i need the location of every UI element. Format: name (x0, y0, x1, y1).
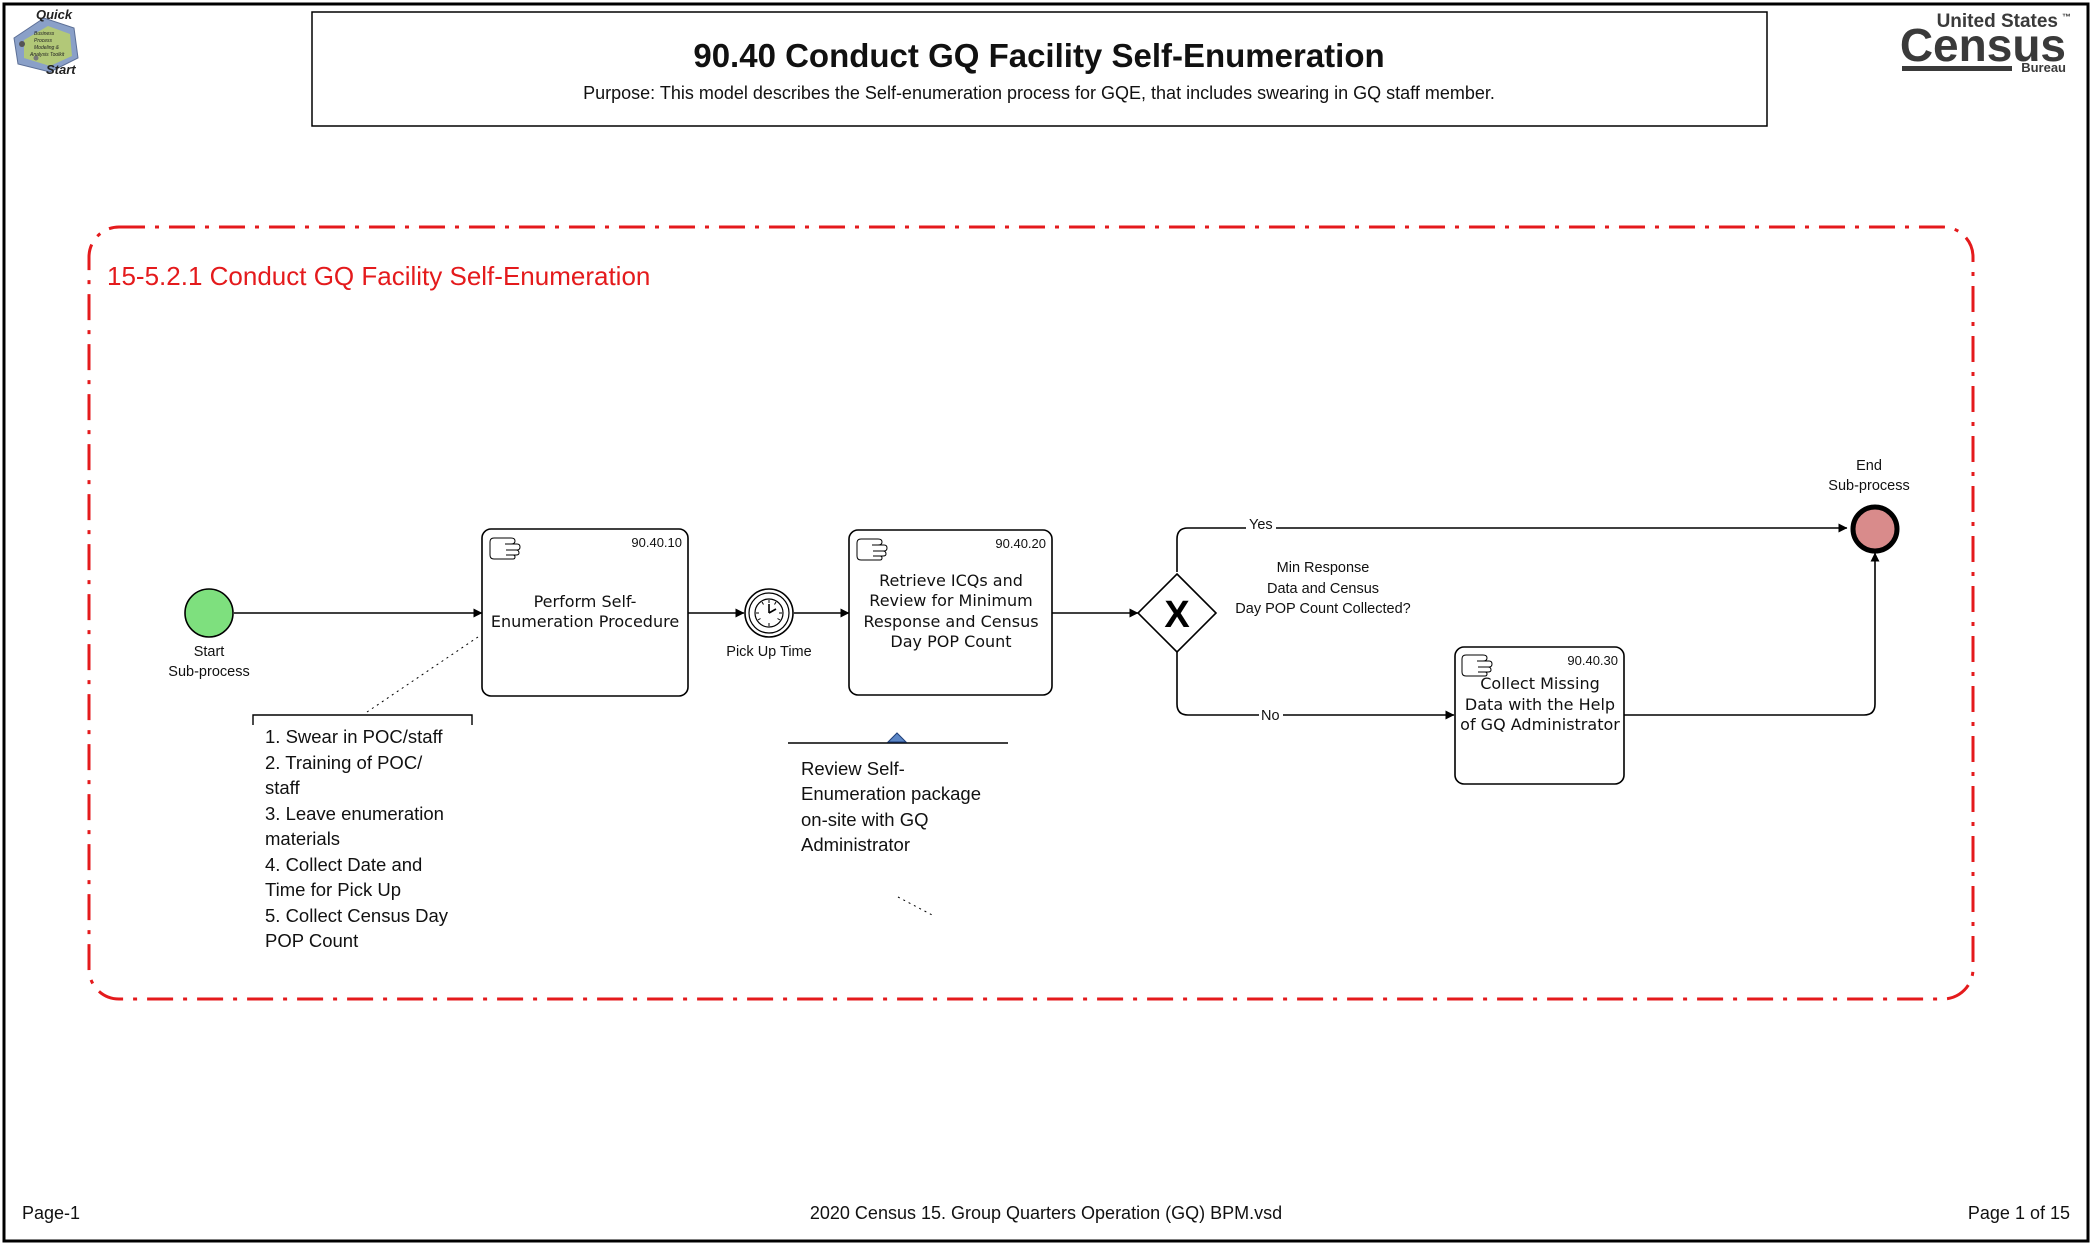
title-box (311, 11, 1768, 127)
end-event (1850, 504, 1900, 554)
task-label-line-1: Collect Missing (1480, 674, 1600, 693)
gateway-question-line-1: Min Response (1277, 560, 1370, 576)
review-note-line-2: Enumeration package (801, 783, 981, 804)
census-logo: United States ™ Census Bureau (1900, 11, 2071, 75)
manual-task-icon (489, 537, 521, 560)
end-event-label-2: Sub-process (1828, 478, 1909, 494)
task-label-line-4: Day POP Count (890, 632, 1011, 651)
footer-page-name: Page-1 (22, 1203, 80, 1223)
footer-file-name: 2020 Census 15. Group Quarters Operation… (810, 1203, 1282, 1223)
quick-start-logo: Quick Start Business Process Modeling & … (13, 7, 79, 77)
yes-label-bg (1246, 518, 1276, 536)
annotation-line-7: Time for Pick Up (265, 879, 401, 900)
task-box (481, 528, 689, 697)
task-label-line-2: Enumeration Procedure (491, 612, 679, 631)
task-label-line-3: Response and Census (863, 612, 1038, 631)
census-logo-trademark: ™ (2062, 12, 2071, 22)
timer-event-label: Pick Up Time (726, 644, 811, 660)
task-id: 90.40.30 (1567, 653, 1618, 668)
no-label-bg (1259, 705, 1283, 723)
annotation-association (366, 636, 479, 713)
census-logo-line1: United States (1937, 11, 2058, 32)
annotation-line-4: 3. Leave enumeration (265, 803, 444, 824)
flow-no-label: No (1261, 708, 1280, 724)
annotation-procedure-steps: 1. Swear in POC/staff 2. Training of POC… (252, 636, 479, 951)
task-90-40-20: 90.40.20 Retrieve ICQs and Review for Mi… (848, 529, 1053, 696)
exclusive-gateway: X (1136, 572, 1218, 654)
page-title: 90.40 Conduct GQ Facility Self-Enumerati… (693, 37, 1384, 74)
subprocess-boundary (87, 225, 1975, 1001)
annotation-line-1: 1. Swear in POC/staff (265, 726, 443, 747)
task-label-line-1: Retrieve ICQs and (879, 571, 1023, 590)
annotation-line-6: 4. Collect Date and (265, 854, 422, 875)
subprocess-label: 15-5.2.1 Conduct GQ Facility Self-Enumer… (107, 261, 650, 291)
annotation-line-5: materials (265, 828, 340, 849)
census-logo-line3: Bureau (2021, 60, 2066, 75)
gateway-question-line-3: Day POP Count Collected? (1235, 601, 1410, 617)
end-event-label-1: End (1856, 458, 1882, 474)
task-90-40-10: 90.40.10 Perform Self- Enumeration Proce… (481, 528, 689, 697)
flow-task3-to-end (1623, 552, 1880, 716)
flow-gateway-no (1176, 650, 1455, 720)
review-note-association (897, 896, 935, 917)
gateway-x-symbol: X (1164, 594, 1190, 636)
annotation-review-note: Review Self- Enumeration package on-site… (788, 732, 1008, 917)
review-note-line-1: Review Self- (801, 758, 905, 779)
manual-task-icon (1461, 654, 1493, 677)
manual-task-icon (856, 538, 888, 561)
quick-start-small-4: Analysis Toolkit (29, 52, 65, 58)
gateway-question-line-2: Data and Census (1267, 581, 1379, 597)
sequence-flows (234, 523, 1880, 720)
flow-yes-label: Yes (1249, 517, 1273, 533)
census-logo-line2: Census (1900, 19, 2066, 71)
start-event (184, 588, 234, 638)
footer-page-count: Page 1 of 15 (1968, 1203, 2070, 1223)
task-id: 90.40.10 (631, 535, 682, 550)
task-label-line-2: Review for Minimum (869, 591, 1032, 610)
start-event-label-1: Start (194, 644, 225, 660)
timer-event (744, 588, 794, 638)
quick-start-small-3: Modeling & (34, 45, 60, 51)
flow-gateway-yes (1176, 523, 1848, 572)
task-90-40-30: 90.40.30 Collect Missing Data with the H… (1454, 646, 1625, 785)
quick-start-top-text: Quick (36, 7, 73, 22)
task-box (848, 529, 1053, 696)
collapsed-marker-icon (886, 732, 908, 743)
review-note-line-3: on-site with GQ (801, 809, 929, 830)
task-label-line-3: of GQ Administrator (1460, 715, 1620, 734)
page-purpose: Purpose: This model describes the Self-e… (583, 83, 1495, 103)
review-note-line-4: Administrator (801, 834, 910, 855)
quick-start-small-1: Business (34, 31, 55, 37)
annotation-line-9: POP Count (265, 930, 358, 951)
task-label-line-1: Perform Self- (534, 592, 637, 611)
annotation-line-3: staff (265, 777, 300, 798)
task-label-line-2: Data with the Help (1465, 695, 1615, 714)
quick-start-small-2: Process (34, 38, 53, 44)
annotation-line-8: 5. Collect Census Day (265, 905, 449, 926)
quick-start-bottom-text: Start (46, 62, 76, 77)
annotation-line-2: 2. Training of POC/ (265, 752, 423, 773)
task-box (1454, 646, 1625, 785)
task-id: 90.40.20 (995, 536, 1046, 551)
start-event-label-2: Sub-process (168, 664, 249, 680)
